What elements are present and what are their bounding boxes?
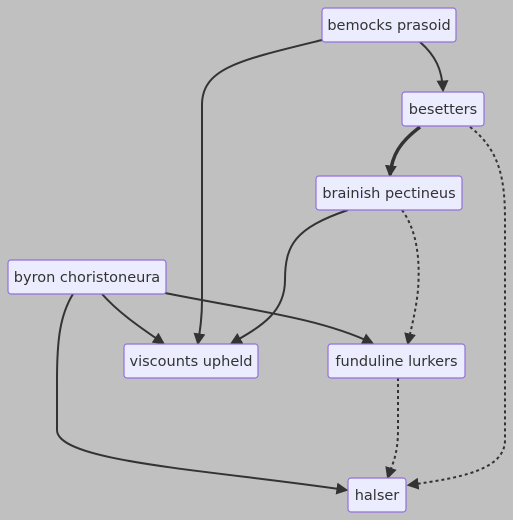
edge-byron-to-funduline — [164, 292, 375, 345]
edge-byron-to-viscounts — [101, 293, 165, 345]
node-brainish-pectineus[interactable]: brainish pectineus — [315, 175, 463, 211]
edge-brainish-to-viscounts — [229, 209, 349, 345]
edge-bemocks-to-viscounts — [193, 39, 323, 346]
node-byron-choristoneura[interactable]: byron choristoneura — [7, 259, 167, 295]
node-label: byron choristoneura — [14, 270, 160, 286]
edge-funduline-to-halser — [385, 378, 399, 480]
node-label: funduline lurkers — [335, 354, 457, 370]
edge-besetters-to-brainish — [384, 125, 422, 178]
edge-brainish-to-funduline — [401, 209, 420, 346]
node-label: bemocks prasoid — [327, 18, 450, 34]
edge-bemocks-to-besetters — [419, 41, 449, 93]
node-bemocks-prasoid[interactable]: bemocks prasoid — [321, 7, 457, 43]
node-viscounts-upheld[interactable]: viscounts upheld — [123, 343, 259, 379]
node-halser[interactable]: halser — [347, 477, 407, 513]
node-besetters[interactable]: besetters — [401, 91, 485, 127]
node-funduline-lurkers[interactable]: funduline lurkers — [327, 343, 466, 379]
node-label: besetters — [409, 102, 477, 118]
node-label: halser — [355, 488, 400, 504]
edge-byron-to-halser — [56, 293, 349, 495]
node-label: brainish pectineus — [322, 186, 455, 202]
node-label: viscounts upheld — [130, 354, 253, 370]
